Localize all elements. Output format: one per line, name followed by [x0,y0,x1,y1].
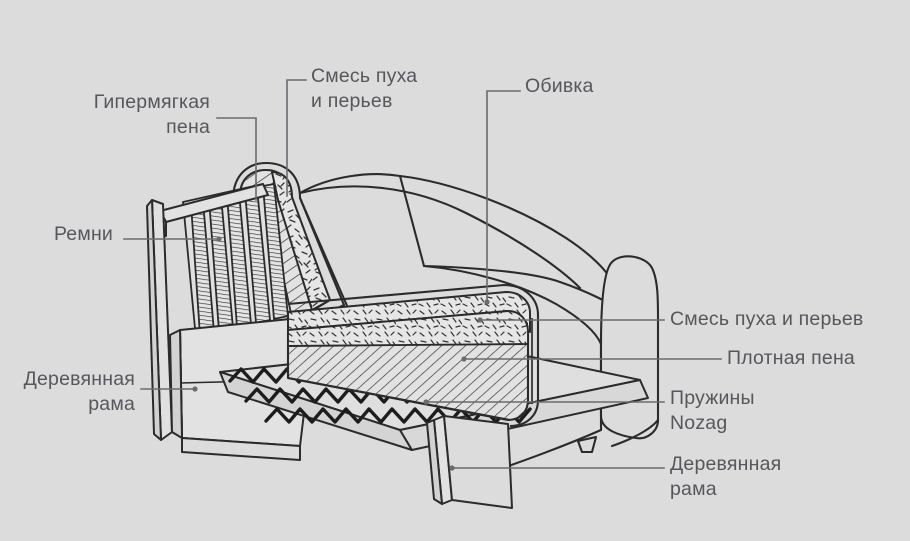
label-line: и перьев [311,90,393,112]
label-down-feather-mix-top: Смесь пуха и перьев [311,64,417,114]
leader-line-upholstery [486,90,521,303]
leader-line-down-feather-mix-top [286,79,307,197]
leader-dot-wooden-frame-left [192,386,198,392]
label-line: Деревянная [23,368,135,390]
label-line: Деревянная [670,453,782,475]
label-wooden-frame-bottom: Деревянная рама [670,452,781,502]
label-line: Пружины [670,387,755,409]
leader-dot-upholstery [484,299,490,305]
label-line: рама [670,478,717,500]
leader-dot-nozag-springs [423,399,429,405]
label-upholstery: Обивка [525,74,594,99]
seat-cushion [286,283,540,428]
label-line: Nozag [670,412,728,434]
label-line: Плотная пена [727,347,855,369]
label-line: Обивка [525,75,594,97]
label-line: пена [166,116,210,138]
label-line: Смесь пуха и перьев [670,308,864,330]
leader-dot-down-feather-mix-right [477,317,483,323]
label-wooden-frame-left: Деревянная рама [0,367,135,417]
label-line: рама [88,393,135,415]
label-down-feather-mix-right: Смесь пуха и перьев [670,307,864,332]
leader-dot-webbing-straps [216,236,222,242]
label-hypersoft-foam: Гипермягкая пена [0,90,210,140]
label-line: Ремни [53,223,113,245]
wooden-frame-front-rail [426,415,513,509]
label-webbing-straps: Ремни [0,222,113,247]
leader-lines-group [123,79,722,469]
leader-dot-dense-foam [461,356,467,362]
leader-dot-wooden-frame-bottom [449,465,455,471]
label-line: Гипермягкая [93,91,210,113]
webbing-straps [182,183,293,340]
label-line: Смесь пуха [311,65,418,87]
leader-line-hypersoft-foam [216,117,257,201]
leader-dots-group [192,236,490,471]
label-dense-foam: Плотная пена [727,346,855,371]
